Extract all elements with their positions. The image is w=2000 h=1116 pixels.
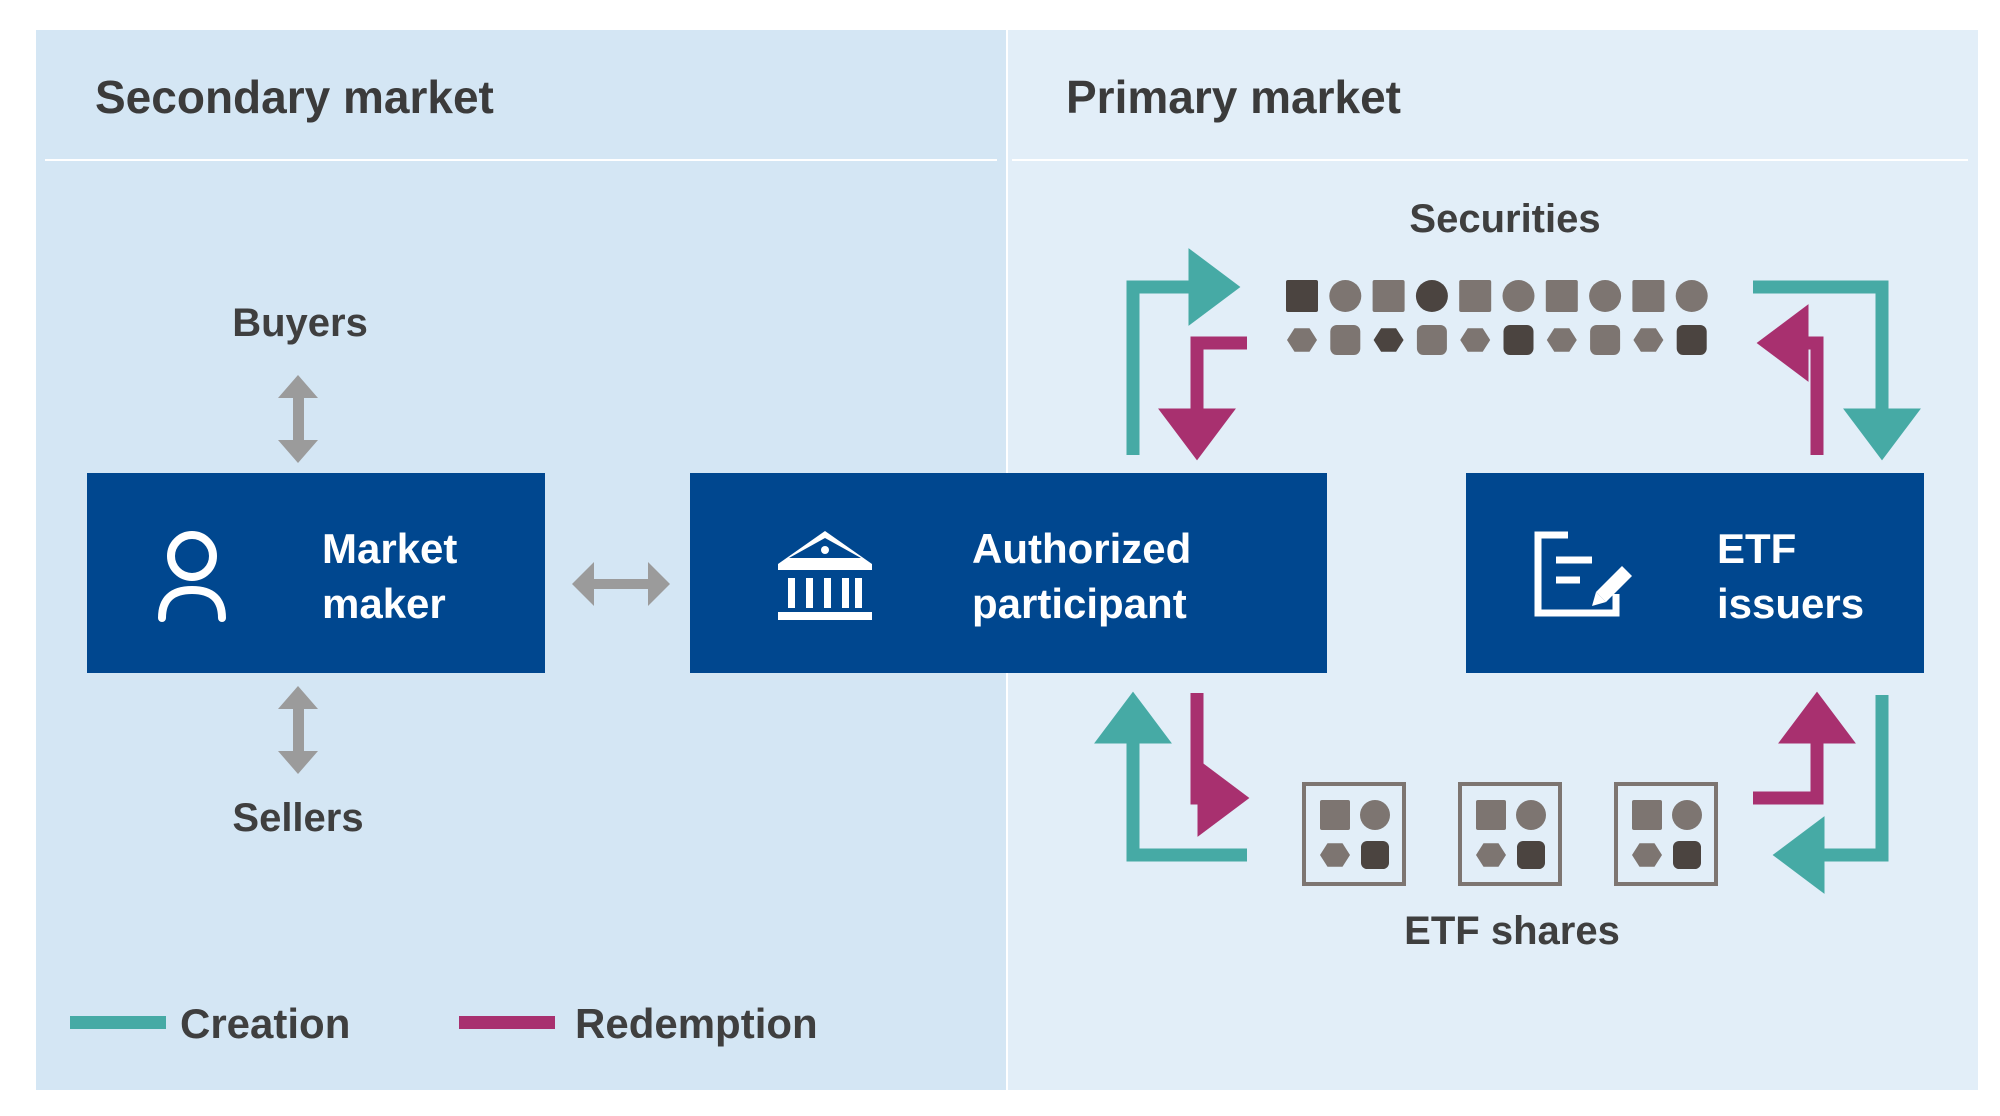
security-token (1415, 280, 1448, 312)
redemption-arrow-ap-to-shares (1190, 693, 1250, 837)
legend-redemption-label: Redemption (575, 1000, 818, 1047)
security-token (1329, 280, 1362, 312)
security-token (1460, 328, 1491, 352)
buyers-arrow (278, 375, 318, 463)
buyers-label: Buyers (232, 301, 368, 345)
security-token (1373, 328, 1404, 352)
etf-shares-baskets (1302, 782, 1718, 886)
etf-share-basket (1458, 782, 1562, 886)
etf-share-basket (1302, 782, 1406, 886)
security-token (1503, 325, 1534, 355)
creation-arrow-securities-to-issuer (1753, 280, 1921, 461)
creation-arrow-issuer-to-shares (1772, 695, 1889, 894)
etf-share-token (1320, 800, 1350, 830)
etf-share-token (1632, 800, 1662, 830)
etf-share-token (1517, 841, 1545, 869)
security-token (1546, 328, 1577, 352)
market-maker-ap-arrow (572, 562, 670, 606)
security-token (1545, 280, 1578, 312)
etf-issuers-label-line2: issuers (1717, 580, 1864, 627)
security-token (1502, 280, 1535, 312)
etf-share-token (1673, 841, 1701, 869)
etf-issuers-label: ETF (1717, 525, 1796, 572)
authorized-participant-box (690, 473, 1327, 673)
authorized-participant-label: Authorized (972, 525, 1191, 572)
sellers-label: Sellers (232, 796, 363, 840)
market-maker-box (87, 473, 545, 673)
security-token (1633, 328, 1664, 352)
authorized-participant-label-line2: participant (972, 580, 1187, 627)
etf-share-token (1361, 841, 1389, 869)
security-token (1675, 280, 1708, 312)
security-token (1287, 328, 1317, 352)
etf-share-token (1632, 843, 1662, 867)
security-token (1632, 280, 1665, 312)
security-token (1372, 280, 1405, 312)
person-icon (158, 531, 226, 622)
security-token (1286, 280, 1318, 312)
etf-shares-label: ETF shares (1404, 909, 1620, 953)
legend-creation-swatch (70, 1016, 166, 1029)
etf-share-basket (1614, 782, 1718, 886)
market-maker-label-line2: maker (322, 580, 446, 627)
etf-share-token (1516, 800, 1546, 830)
creation-arrow-shares-to-ap (1094, 691, 1247, 862)
secondary-market-title: Secondary market (95, 71, 494, 123)
sellers-arrow (278, 686, 318, 774)
redemption-arrow-shares-to-issuer (1753, 691, 1856, 805)
creation-arrow-ap-to-securities (1126, 248, 1241, 455)
security-token (1589, 280, 1622, 312)
security-token (1330, 325, 1361, 355)
security-token (1416, 325, 1447, 355)
security-token (1459, 280, 1492, 312)
securities-label: Securities (1409, 197, 1600, 241)
etf-share-token (1360, 800, 1390, 830)
security-token (1590, 325, 1621, 355)
redemption-arrow-securities-to-ap (1158, 336, 1247, 461)
legend-redemption-swatch (459, 1016, 555, 1029)
securities-basket (1286, 280, 1708, 355)
document-edit-icon (1534, 531, 1632, 617)
bank-icon (778, 531, 872, 620)
redemption-arrow-issuer-to-securities (1756, 304, 1824, 455)
primary-market-title: Primary market (1066, 71, 1401, 123)
security-token (1676, 325, 1707, 355)
legend-creation-label: Creation (180, 1000, 350, 1047)
market-maker-label: Market (322, 525, 457, 572)
etf-issuers-box (1466, 473, 1924, 673)
etf-share-token (1672, 800, 1702, 830)
etf-share-token (1476, 800, 1506, 830)
etf-share-token (1476, 843, 1506, 867)
etf-share-token (1320, 843, 1350, 867)
